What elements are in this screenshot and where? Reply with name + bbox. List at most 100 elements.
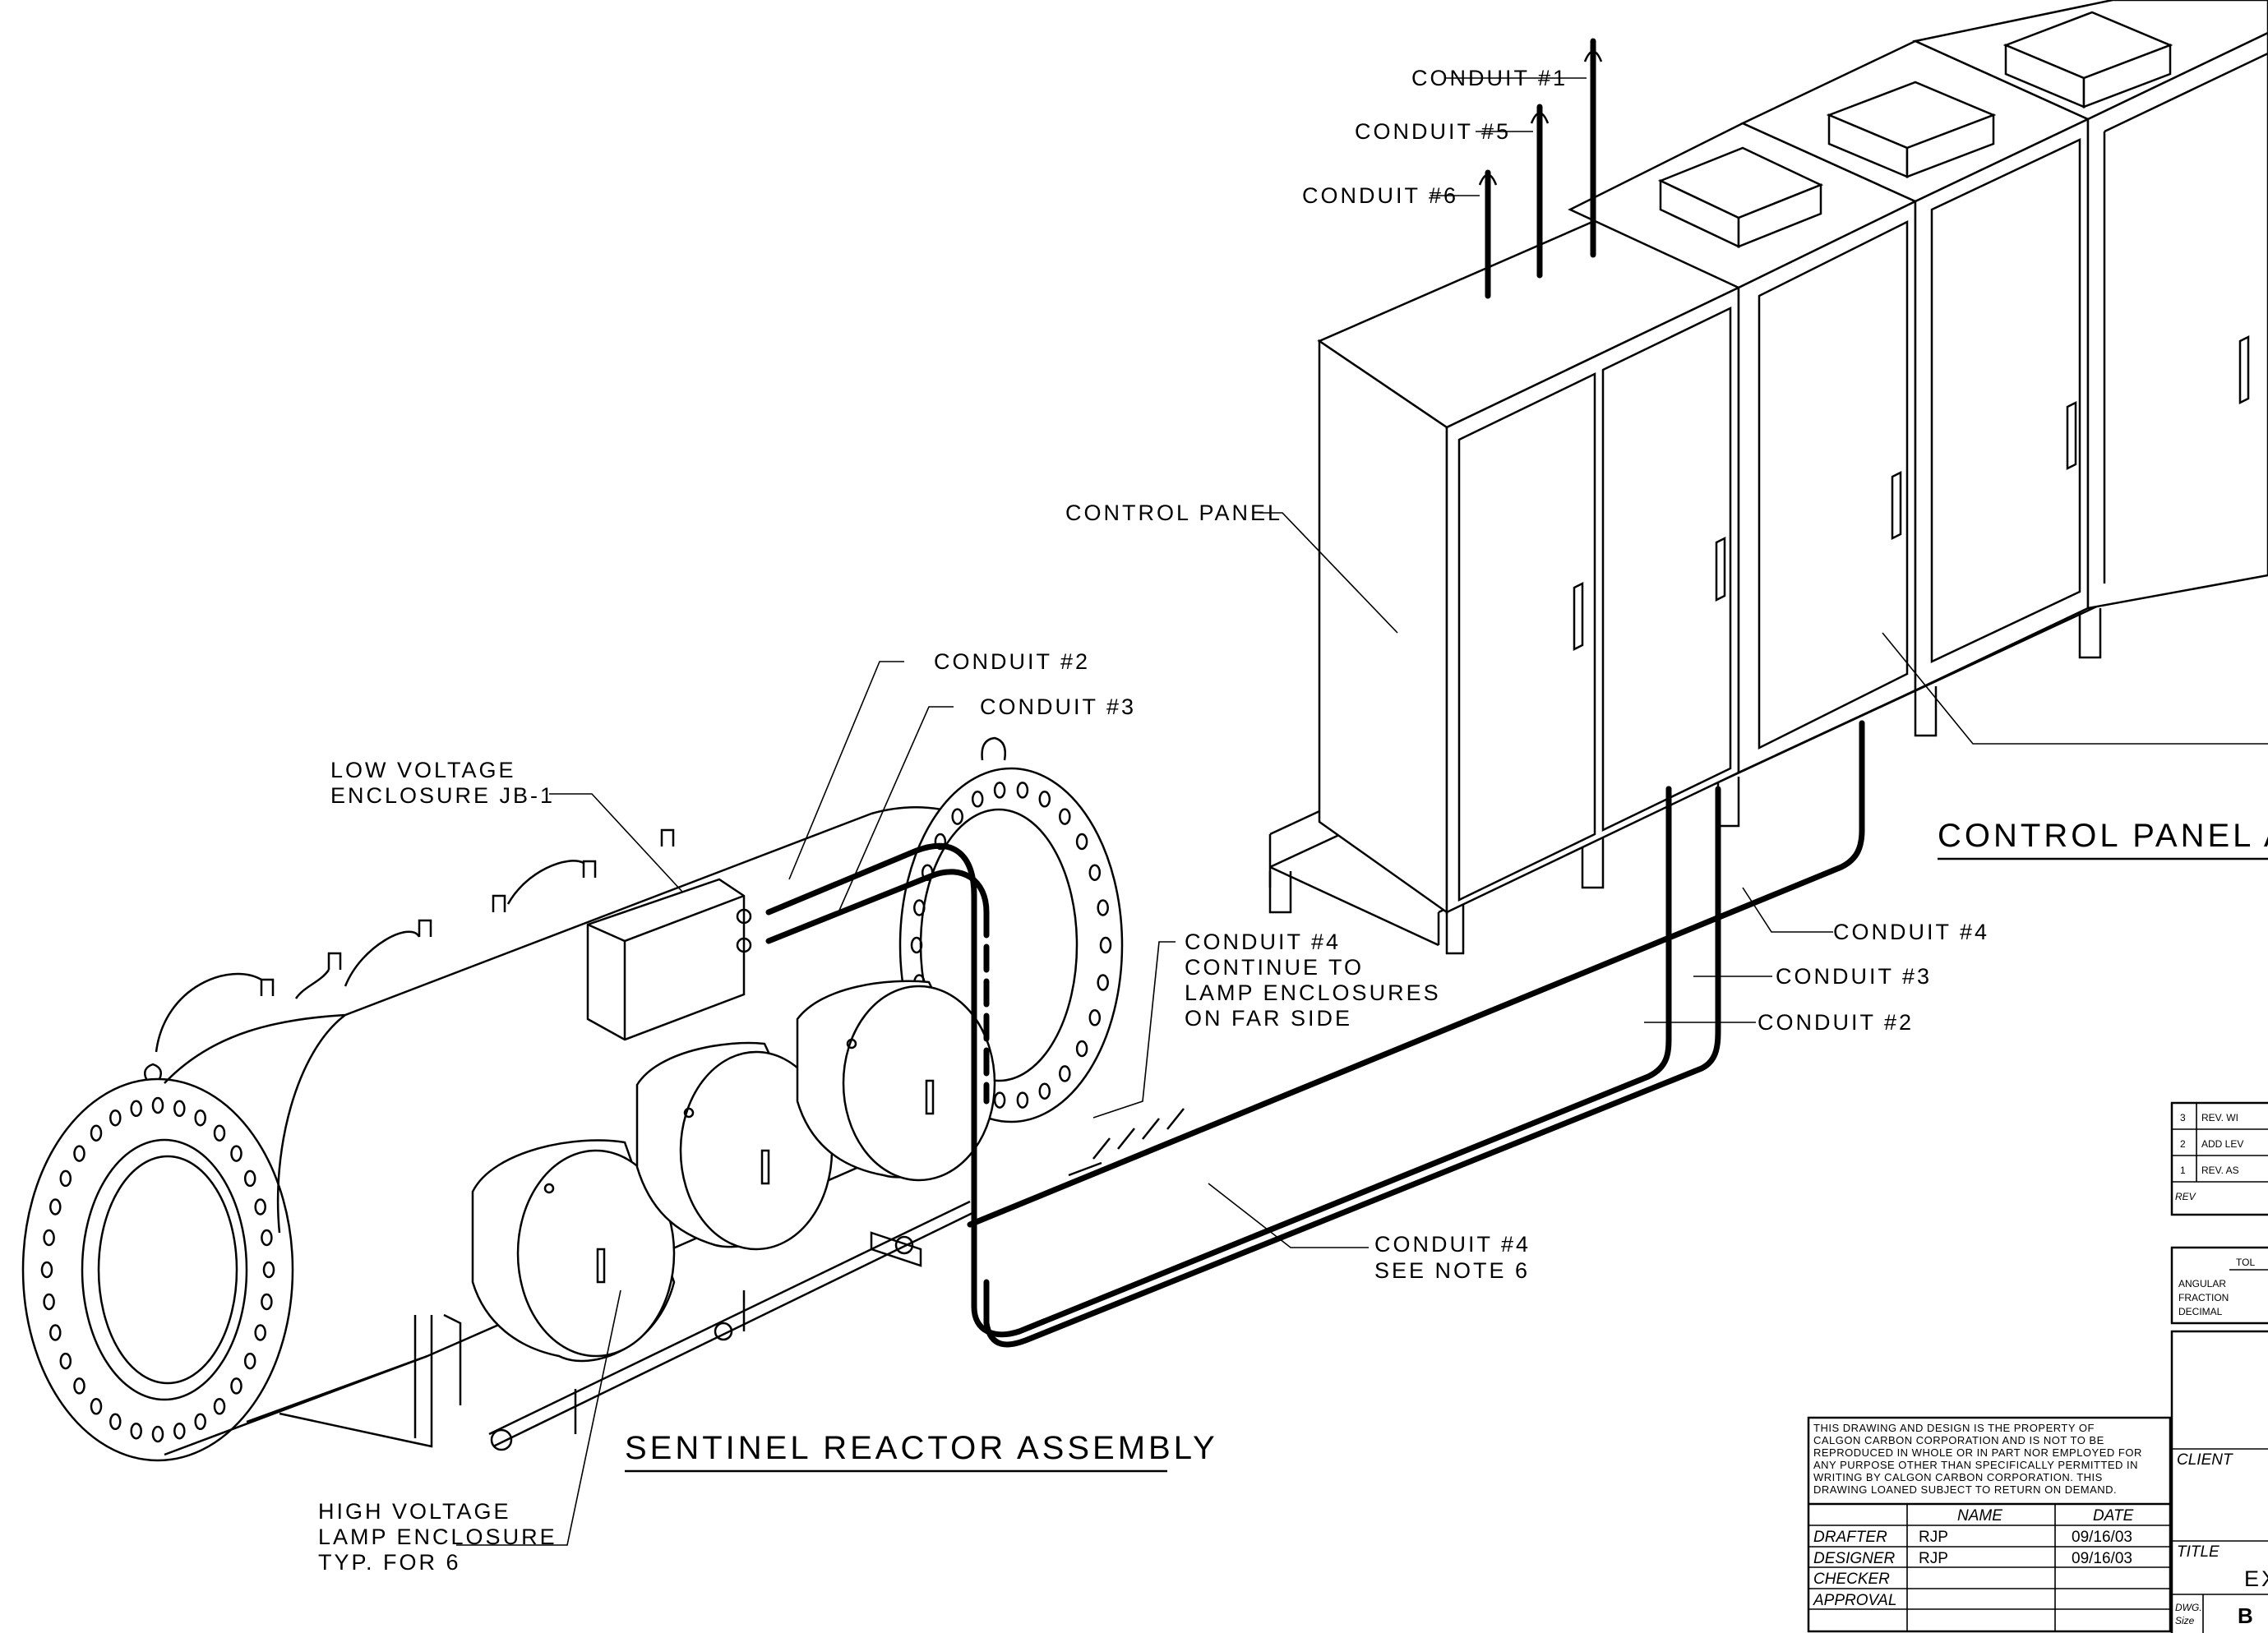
title-control-panel: CONTROL PANEL A — [1938, 818, 2268, 854]
bolt-hole — [59, 1169, 72, 1188]
label-hv-lamp-2: LAMP ENCLOSURE — [318, 1525, 557, 1549]
label-conduit4-continue-3: LAMP ENCLOSURES — [1185, 980, 1441, 1005]
bolt-hole — [73, 1145, 85, 1162]
label-conduit4-note-2: SEE NOTE 6 — [1374, 1258, 1530, 1283]
flange-bolt-holes — [40, 1096, 275, 1443]
bolt-hole — [90, 1124, 103, 1142]
tolerance-line: DECIMAL — [2178, 1306, 2223, 1317]
bolt-hole — [109, 1109, 122, 1127]
low-voltage-enclosure-jb1 — [586, 878, 752, 1041]
tolerance-line: ANGULAR — [2178, 1278, 2226, 1289]
leader-lines — [456, 77, 2268, 1546]
rev-header: REV — [2175, 1191, 2196, 1202]
rev-desc: REV. AS — [2201, 1165, 2239, 1176]
bolt-hole — [151, 1096, 164, 1114]
notice-line: WRITING BY CALGON CARBON CORPORATION. TH… — [1813, 1471, 2103, 1483]
bolt-hole — [993, 782, 1006, 799]
bolt-hole — [194, 1413, 206, 1431]
bolt-hole — [49, 1324, 62, 1341]
bolt-hole — [1099, 936, 1112, 954]
notice-line: REPRODUCED IN WHOLE OR IN PART NOR EMPLO… — [1813, 1446, 2142, 1459]
bolt-hole — [230, 1145, 243, 1162]
date-drafter: 09/16/03 — [2072, 1529, 2132, 1546]
bolt-hole — [261, 1229, 273, 1247]
label-conduit-4-right: CONDUIT #4 — [1833, 920, 1989, 944]
label-conduit-3-right: CONDUIT #3 — [1776, 964, 1932, 989]
client-label: CLIENT — [2177, 1451, 2233, 1469]
label-conduit-5: CONDUIT #5 — [1355, 119, 1511, 144]
bolt-hole — [43, 1229, 55, 1247]
role-approval: APPROVAL — [1813, 1592, 1896, 1609]
bolt-hole — [262, 1261, 275, 1279]
bolt-hole — [951, 808, 963, 825]
dwg-size-label: Size — [2175, 1615, 2195, 1626]
bolt-hole — [230, 1377, 243, 1395]
role-drafter: DRAFTER — [1813, 1529, 1887, 1546]
bolt-hole — [1059, 1065, 1071, 1082]
bolt-hole — [1097, 899, 1109, 916]
label-conduit-1: CONDUIT #1 — [1411, 66, 1568, 90]
label-conduit4-note-1: CONDUIT #4 — [1374, 1232, 1531, 1257]
bolt-hole — [1097, 974, 1109, 991]
label-control-panel: CONTROL PANEL — [1065, 501, 1282, 525]
bolt-hole — [254, 1324, 266, 1341]
bolt-hole — [43, 1293, 55, 1311]
hv-lamp-enclosure — [471, 1139, 676, 1363]
bolt-hole — [49, 1198, 62, 1216]
bolt-hole — [1016, 1091, 1029, 1109]
label-low-voltage-2: ENCLOSURE JB-1 — [330, 783, 555, 808]
bolt-hole — [73, 1377, 85, 1395]
bolt-hole — [40, 1261, 53, 1279]
bolt-hole — [993, 1091, 1006, 1109]
bolt-hole — [173, 1100, 186, 1118]
date-designer: 09/16/03 — [2072, 1550, 2132, 1567]
label-conduit-2-top: CONDUIT #2 — [934, 649, 1090, 674]
bolt-hole — [243, 1352, 256, 1370]
name-drafter: RJP — [1919, 1529, 1948, 1546]
bolt-hole — [1088, 864, 1102, 881]
bolt-hole — [934, 833, 947, 851]
dwg-size-label: DWG. — [2175, 1602, 2202, 1613]
title-block: 3 REV. WI 2 ADD LEV 1 REV. AS REV TOL AN… — [2170, 1101, 2268, 1633]
title-sentinel-reactor: SENTINEL REACTOR ASSEMBLY — [625, 1430, 1218, 1466]
bolt-hole — [254, 1198, 266, 1216]
bolt-hole — [1038, 1082, 1051, 1100]
role-designer: DESIGNER — [1813, 1550, 1896, 1567]
notice-line: ANY PURPOSE OTHER THAN SPECIFICALLY PERM… — [1813, 1459, 2138, 1471]
rev-desc: REV. WI — [2201, 1112, 2238, 1123]
rev-number: 1 — [2180, 1165, 2186, 1176]
rev-desc: ADD LEV — [2201, 1138, 2243, 1150]
hv-lamp-enclosure — [635, 1041, 834, 1251]
bolt-hole — [1059, 808, 1071, 825]
bolt-hole — [971, 791, 984, 808]
name-designer: RJP — [1919, 1550, 1948, 1567]
col-name-header: NAME — [1957, 1507, 2002, 1525]
bolt-hole — [109, 1413, 122, 1431]
rev-number: 3 — [2180, 1112, 2186, 1123]
label-conduit4-continue-2: CONTINUE TO — [1185, 955, 1364, 980]
label-conduit-6: CONDUIT #6 — [1302, 183, 1458, 208]
bolt-hole — [1038, 791, 1051, 808]
hv-lamp-enclosure — [796, 980, 996, 1182]
label-hv-lamp-1: HIGH VOLTAGE — [318, 1499, 511, 1524]
bolt-hole — [194, 1109, 206, 1127]
col-date-header: DATE — [2093, 1507, 2134, 1525]
notice-line: CALGON CARBON CORPORATION AND IS NOT TO … — [1813, 1434, 2104, 1446]
control-panel-assembly — [1268, 0, 2268, 955]
bolt-hole — [213, 1398, 226, 1415]
bolt-hole — [173, 1422, 186, 1440]
bolt-hole — [130, 1422, 142, 1440]
bolt-hole — [243, 1169, 256, 1188]
bolt-hole — [90, 1398, 103, 1415]
bolt-hole — [213, 1124, 226, 1142]
sentinel-reactor-assembly — [21, 736, 1124, 1462]
dwg-size-value: B — [2238, 1603, 2253, 1628]
notice-line: THIS DRAWING AND DESIGN IS THE PROPERTY … — [1813, 1422, 2095, 1434]
label-conduit-2-right: CONDUIT #2 — [1758, 1010, 1914, 1035]
rev-number: 2 — [2180, 1138, 2186, 1150]
label-low-voltage-1: LOW VOLTAGE — [330, 758, 516, 782]
label-conduit4-continue-4: ON FAR SIDE — [1185, 1006, 1352, 1031]
bolt-hole — [151, 1425, 164, 1443]
label-conduit4-continue-1: CONDUIT #4 — [1185, 930, 1341, 954]
